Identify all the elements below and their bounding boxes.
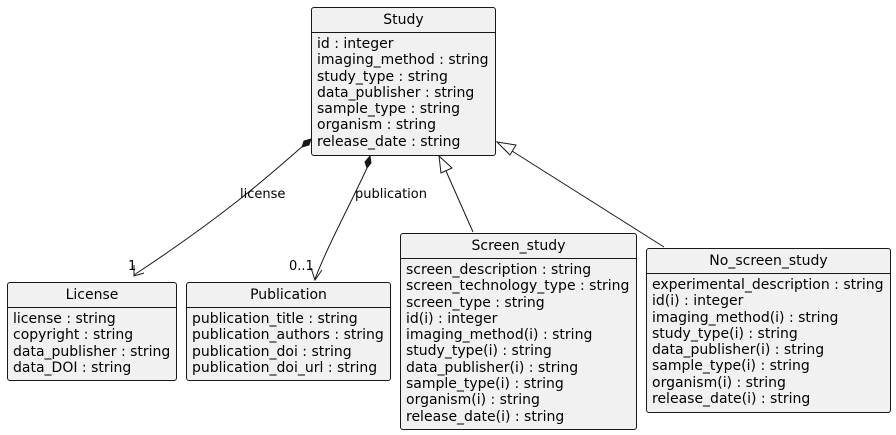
publication-attributes: publication_title : string publication_a… — [187, 308, 390, 376]
publication-arrow-head — [310, 267, 323, 282]
no-screen-study-attributes: experimental_description : string id(i) … — [647, 274, 890, 407]
screen-study-attribute: screen_technology_type : string — [406, 278, 630, 295]
screen-study-inheritance-line — [445, 170, 474, 233]
publication-multiplicity: 0..1 — [289, 259, 314, 274]
screen-study-attribute: organism(i) : string — [406, 392, 540, 409]
screen-study-attribute: imaging_method(i) : string — [406, 327, 593, 344]
screen-study-class-name: Screen_study — [401, 234, 636, 259]
no-screen-study-attribute: study_type(i) : string — [652, 325, 798, 342]
study-class-name: Study — [312, 8, 495, 33]
license-composition-line — [133, 144, 305, 276]
license-arrow-head — [133, 265, 145, 277]
screen-study-attribute: screen_description : string — [406, 262, 592, 278]
no-screen-study-attribute: id(i) : integer — [652, 293, 744, 310]
no-screen-study-inheritance-arrow — [495, 141, 517, 156]
study-attribute: imaging_method : string — [317, 52, 489, 69]
license-attributes: license : string copyright : string data… — [8, 308, 176, 376]
screen-study-attribute: data_publisher(i) : string — [406, 359, 579, 376]
publication-attribute: publication_doi_url : string — [192, 359, 378, 376]
license-multiplicity: 1 — [128, 259, 136, 274]
publication-relation-label: publication — [355, 187, 427, 202]
publication-attribute: publication_doi : string — [192, 343, 352, 360]
screen-study-attribute: study_type(i) : string — [406, 343, 552, 360]
no-screen-study-attribute: organism(i) : string — [652, 374, 786, 391]
no-screen-study-attribute: sample_type(i) : string — [652, 358, 810, 375]
license-attribute: data_DOI : string — [13, 359, 132, 376]
publication-class-name: Publication — [187, 283, 390, 308]
screen-study-attribute: release_date(i) : string — [406, 408, 565, 425]
publication-class: Publication publication_title : string p… — [186, 282, 391, 381]
study-attribute: organism : string — [317, 117, 437, 134]
study-attributes: id : integer imaging_method : string stu… — [312, 33, 495, 150]
study-attribute: id : integer — [317, 36, 394, 52]
publication-attribute: publication_authors : string — [192, 327, 384, 344]
screen-study-attribute: sample_type(i) : string — [406, 376, 564, 393]
no-screen-study-class-name: No_screen_study — [647, 249, 890, 274]
no-screen-study-attribute: data_publisher(i) : string — [652, 342, 825, 359]
study-attribute: sample_type : string — [317, 101, 460, 118]
screen-study-inheritance-arrow — [438, 154, 453, 174]
no-screen-study-attribute: imaging_method(i) : string — [652, 309, 839, 326]
license-attribute: data_publisher : string — [13, 343, 171, 360]
study-class: Study id : integer imaging_method : stri… — [311, 7, 496, 156]
screen-study-attributes: screen_description : string screen_techn… — [401, 259, 636, 425]
no-screen-study-attribute: release_date(i) : string — [652, 391, 811, 408]
license-class: License license : string copyright : str… — [7, 282, 177, 381]
screen-study-class: Screen_study screen_description : string… — [400, 233, 637, 430]
screen-study-attribute: id(i) : integer — [406, 310, 498, 327]
license-relation-label: license — [240, 187, 285, 202]
license-class-name: License — [8, 283, 176, 308]
study-attribute: release_date : string — [317, 133, 461, 150]
publication-composition-line — [314, 167, 368, 280]
license-attribute: copyright : string — [13, 327, 134, 344]
license-attribute: license : string — [13, 311, 116, 327]
study-attribute: study_type : string — [317, 68, 448, 85]
no-screen-study-inheritance-line — [511, 150, 665, 248]
publication-attribute: publication_title : string — [192, 311, 358, 327]
no-screen-study-attribute: experimental_description : string — [652, 277, 884, 293]
study-attribute: data_publisher : string — [317, 84, 475, 101]
screen-study-attribute: screen_type : string — [406, 294, 545, 311]
no-screen-study-class: No_screen_study experimental_description… — [646, 248, 891, 413]
license-composition-diamond — [301, 138, 312, 148]
publication-composition-diamond — [364, 154, 372, 170]
